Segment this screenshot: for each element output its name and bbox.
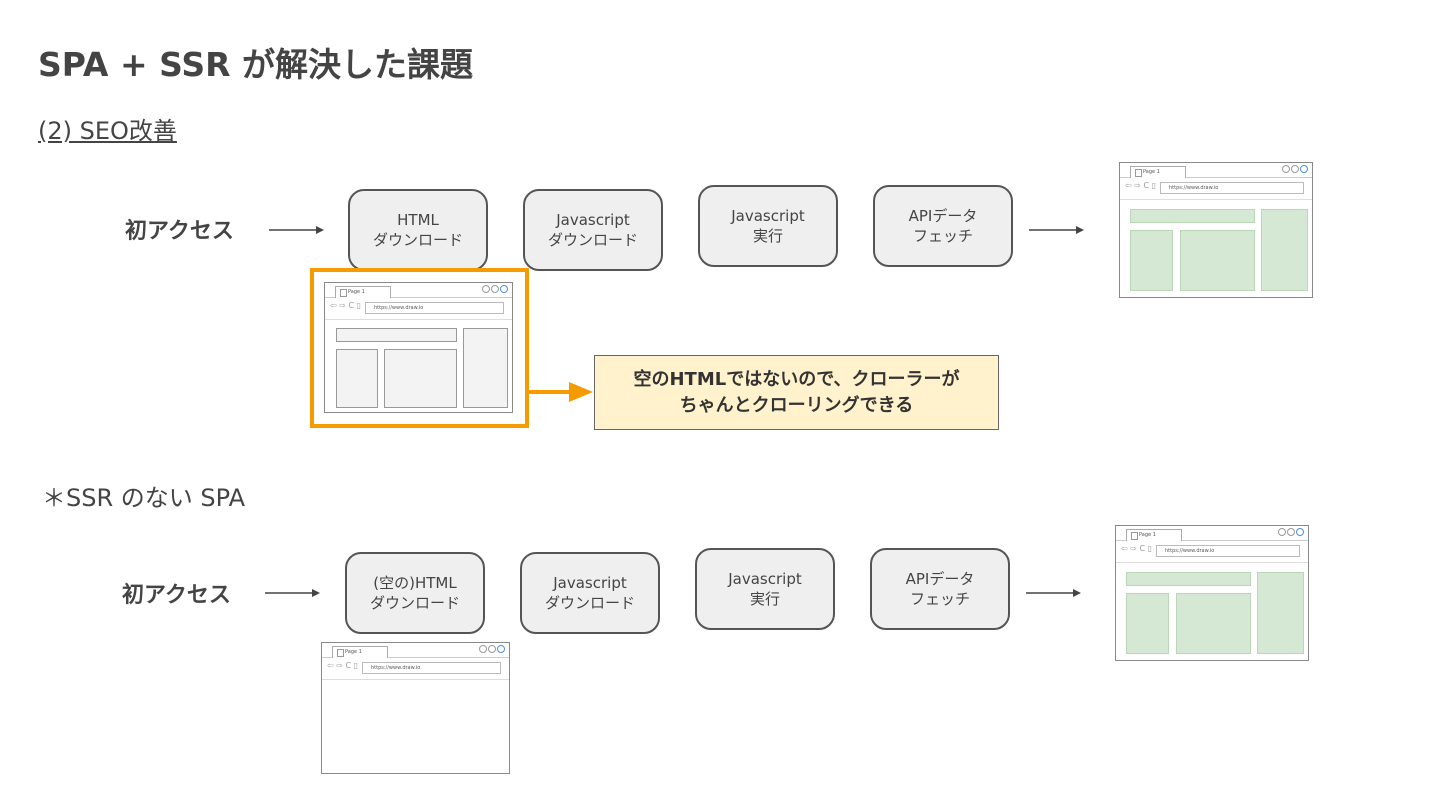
window-controls [479,645,505,653]
spa-end-arrow [1026,589,1081,597]
ssr-start-arrow [269,226,324,234]
spa-step-api-fetch: APIデータ フェッチ [870,548,1010,630]
browser-tab: Page 1 [332,646,388,658]
step-line2: 実行 [749,590,780,608]
step-line2: フェッチ [909,590,970,608]
step-line1: Javascript [556,211,630,229]
step-line1: Javascript [731,207,805,225]
browser-tab: Page 1 [1130,166,1186,178]
ssr-html-highlight [310,268,529,428]
ssr-rendered-browser: Page 1 ⇦ ⇨ C ▯ https://www.draw.io [1119,162,1313,298]
ssr-html-browser: Page 1 ⇦ ⇨ C ▯ https://www.draw.io [324,282,513,413]
page-side-block [1261,209,1308,291]
browser-navbar: ⇦ ⇨ C ▯ https://www.draw.io [325,297,512,320]
section-subtitle: (2) SEO改善 [38,117,177,145]
page-header-block [1126,572,1251,586]
spa-flow-label: 初アクセス [122,583,231,608]
page-left-block [336,349,378,408]
crawler-callout: 空のHTMLではないので、クローラーが ちゃんとクローリングできる [594,355,999,430]
page-header-block [1130,209,1255,223]
nav-arrows-icon: ⇦ ⇨ C ▯ [330,301,362,310]
browser-url-bar: https://www.draw.io [1160,182,1304,194]
browser-tabbar: Page 1 [322,643,509,658]
spa-start-arrow [265,589,320,597]
window-controls [1278,528,1304,536]
ssr-step-html-download: HTML ダウンロード [348,189,488,271]
ssr-end-arrow [1029,226,1084,234]
spa-rendered-browser: Page 1 ⇦ ⇨ C ▯ https://www.draw.io [1115,525,1309,661]
step-line1: (空の)HTML [373,574,457,592]
page-main-block [1180,230,1255,291]
spa-note: ＊SSR のない SPA [42,484,245,512]
step-line2: ダウンロード [544,594,635,612]
callout-arrow [529,382,593,402]
nav-arrows-icon: ⇦ ⇨ C ▯ [1125,181,1157,190]
browser-tabbar: Page 1 [1120,163,1312,178]
window-controls [1282,165,1308,173]
page-side-block [463,328,508,408]
step-line2: フェッチ [912,227,973,245]
browser-url-bar: https://www.draw.io [1156,545,1300,557]
step-line1: Javascript [728,570,802,588]
browser-tabbar: Page 1 [325,283,512,298]
ssr-flow-label: 初アクセス [125,219,234,244]
step-line1: APIデータ [905,570,975,588]
ssr-step-js-execute: Javascript 実行 [698,185,838,267]
spa-step-js-download: Javascript ダウンロード [520,552,660,634]
spa-step-empty-html-download: (空の)HTML ダウンロード [345,552,485,634]
callout-line1: 空のHTMLではないので、クローラーが [633,368,960,390]
page-header-block [336,328,457,342]
ssr-step-api-fetch: APIデータ フェッチ [873,185,1013,267]
ssr-step-js-download: Javascript ダウンロード [523,189,663,271]
browser-tabbar: Page 1 [1116,526,1308,541]
step-line1: Javascript [553,574,627,592]
page-title: SPA + SSR が解決した課題 [38,45,474,84]
window-controls [482,285,508,293]
browser-navbar: ⇦ ⇨ C ▯ https://www.draw.io [1120,177,1312,200]
step-line2: ダウンロード [372,231,463,249]
step-line2: ダウンロード [369,594,460,612]
browser-url-bar: https://www.draw.io [365,302,504,314]
browser-navbar: ⇦ ⇨ C ▯ https://www.draw.io [322,657,509,680]
step-line1: HTML [397,211,439,229]
spa-step-js-execute: Javascript 実行 [695,548,835,630]
spa-empty-html-browser: Page 1 ⇦ ⇨ C ▯ https://www.draw.io [321,642,510,774]
page-side-block [1257,572,1304,654]
callout-line2: ちゃんとクローリングできる [679,394,914,416]
nav-arrows-icon: ⇦ ⇨ C ▯ [1121,544,1153,553]
page-main-block [384,349,457,408]
browser-url-bar: https://www.draw.io [362,662,501,674]
page-left-block [1126,593,1169,654]
browser-tab: Page 1 [1126,529,1182,541]
step-line2: 実行 [752,227,783,245]
nav-arrows-icon: ⇦ ⇨ C ▯ [327,661,359,670]
page-left-block [1130,230,1173,291]
step-line2: ダウンロード [547,231,638,249]
browser-navbar: ⇦ ⇨ C ▯ https://www.draw.io [1116,540,1308,563]
step-line1: APIデータ [908,207,978,225]
browser-tab: Page 1 [335,286,391,298]
page-main-block [1176,593,1251,654]
